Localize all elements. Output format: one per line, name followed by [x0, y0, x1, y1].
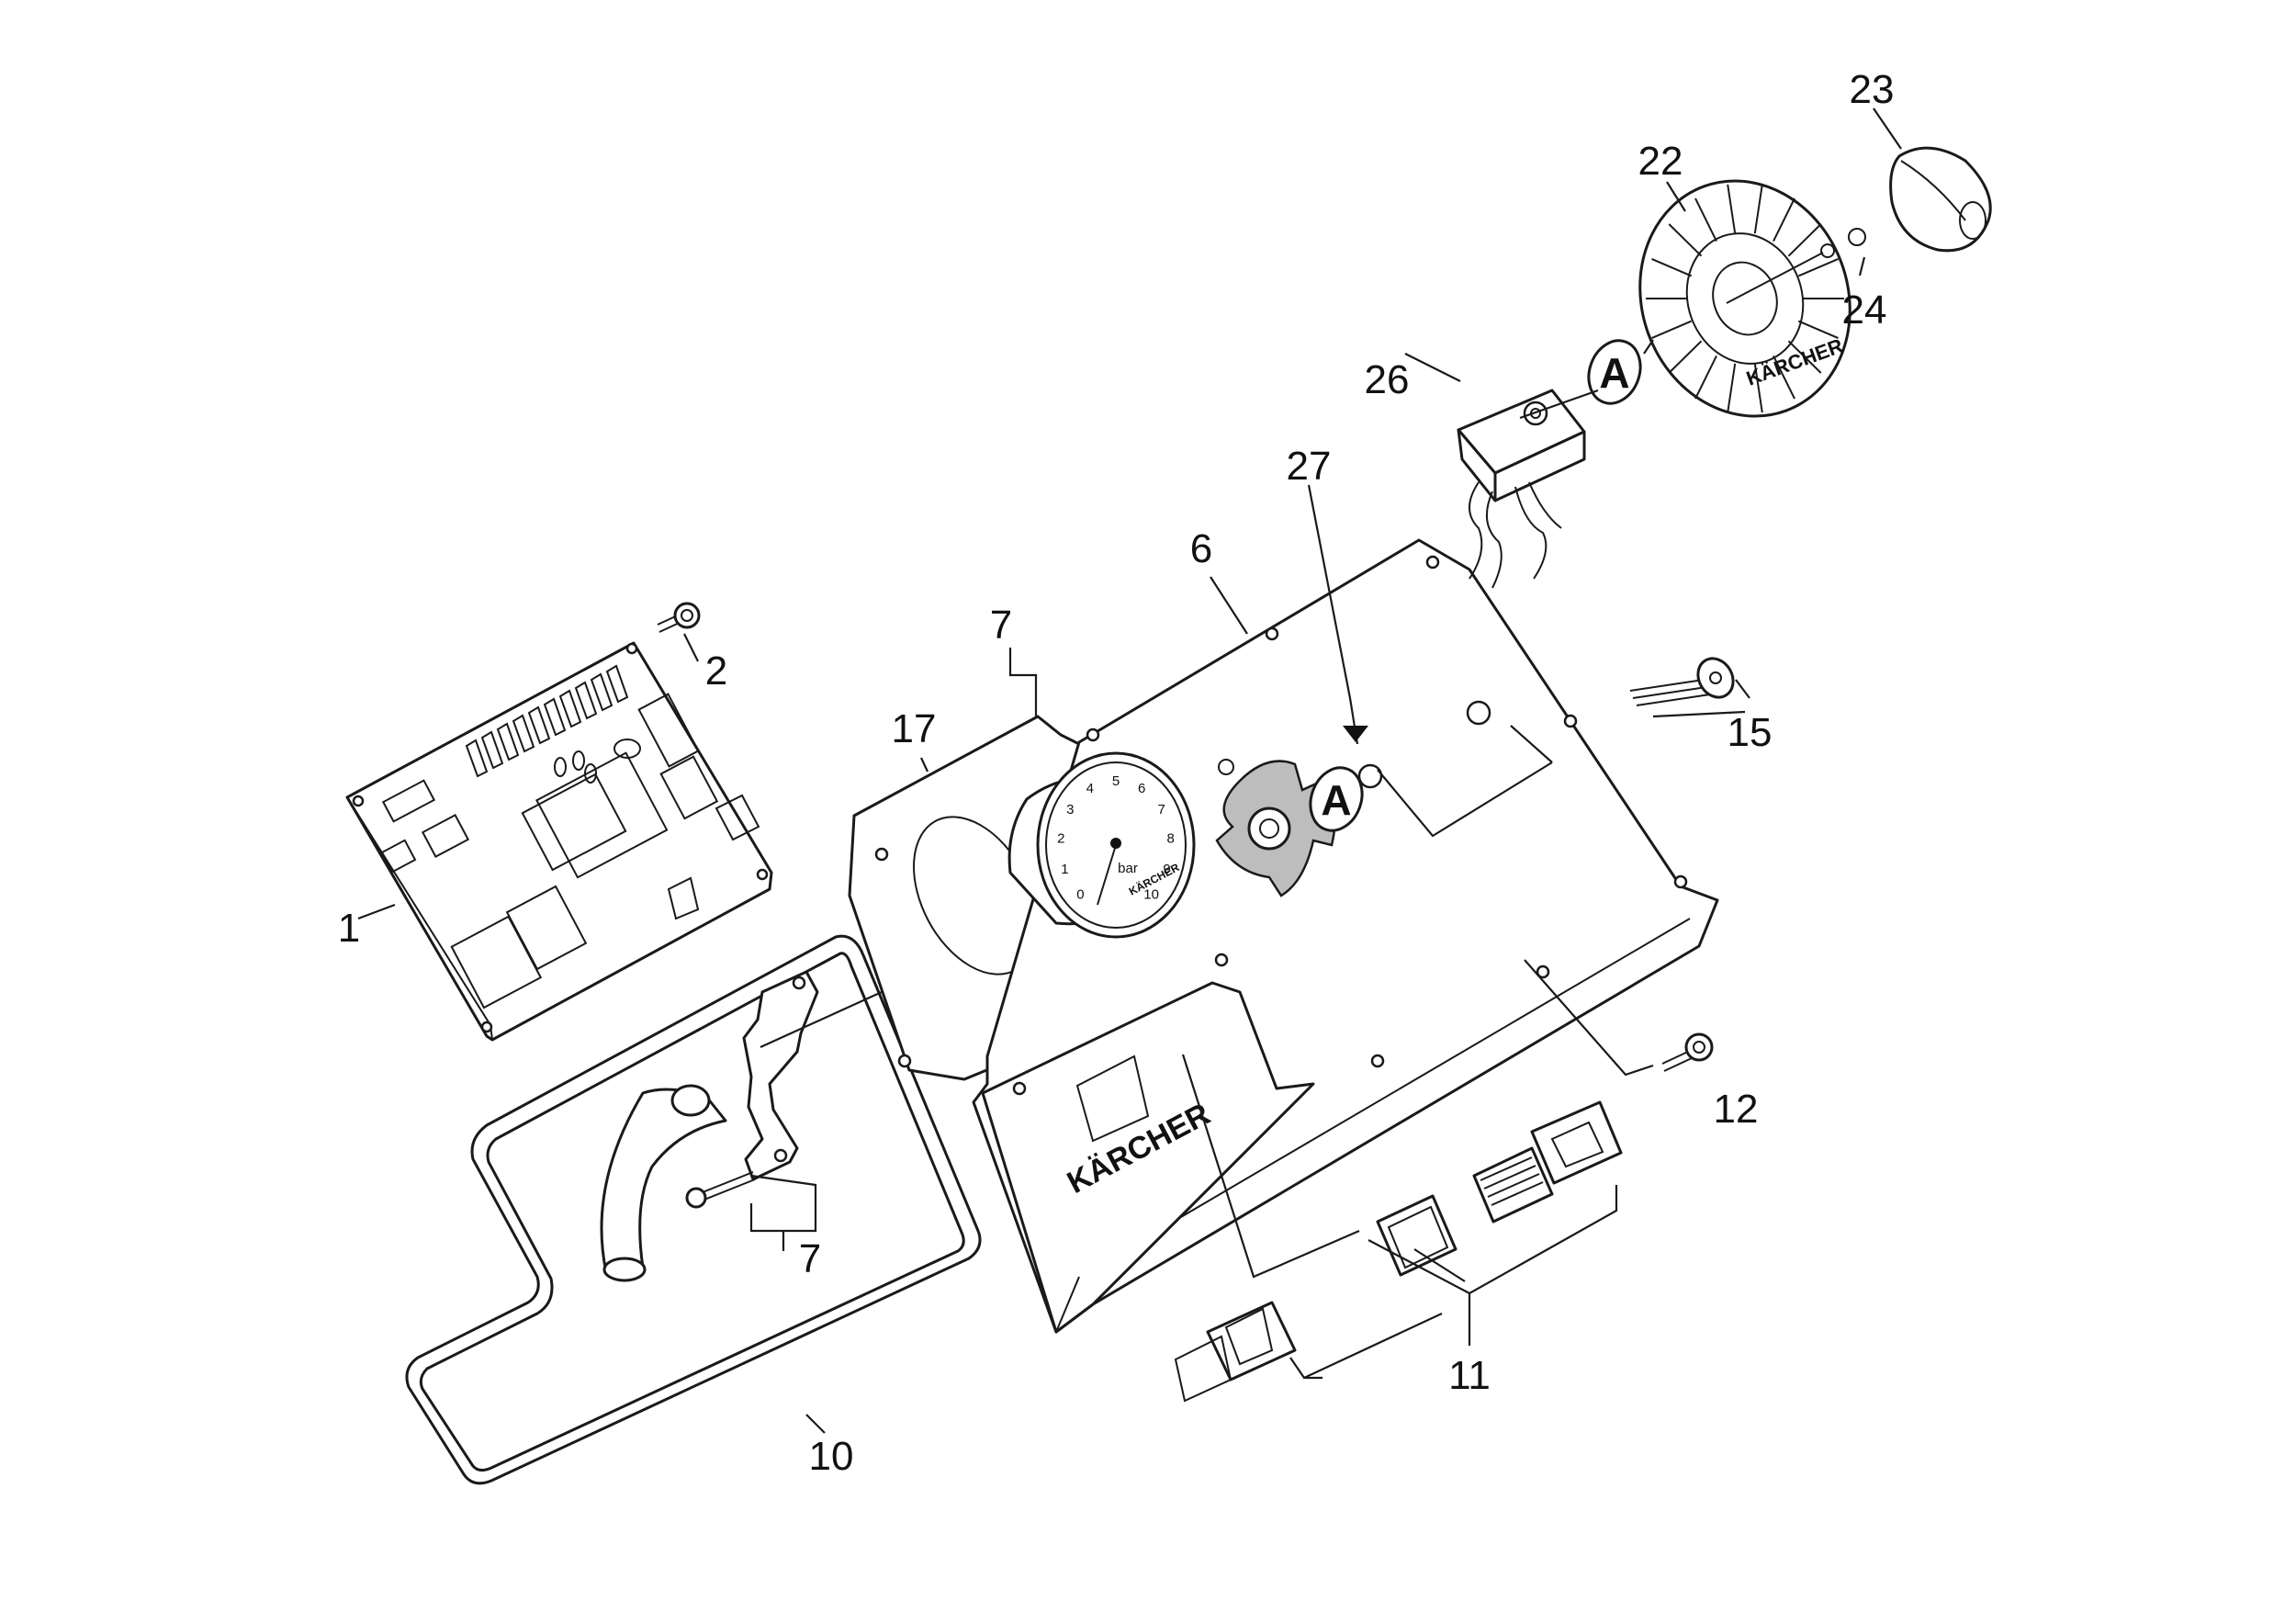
gauge-tick-label: 10	[1143, 887, 1159, 903]
knob-cover-dial: KÄRCHER	[1638, 179, 1851, 418]
callout-17: 17	[892, 706, 937, 751]
callout-7-upper: 7	[990, 603, 1012, 648]
gauge-tick-label: 2	[1057, 831, 1064, 847]
knob-spoke	[1753, 184, 1763, 234]
callout-1: 1	[338, 906, 360, 951]
knob-spoke	[1797, 257, 1839, 277]
callout-15: 15	[1728, 710, 1773, 755]
knob-spoke	[1787, 340, 1822, 374]
gauge-tick-label: 1	[1061, 862, 1068, 877]
knob-spoke	[1773, 355, 1795, 400]
gauge-tick-label: 9	[1163, 862, 1170, 877]
rotary-switch	[1457, 389, 1586, 589]
knob-spoke	[1797, 320, 1839, 340]
circuit-board	[345, 641, 773, 1042]
callout-7-lower: 7	[799, 1236, 821, 1281]
gauge-tick-label: 5	[1112, 773, 1120, 789]
callout-2: 2	[705, 648, 727, 694]
knob-spokes	[1646, 184, 1844, 413]
callout-11: 11	[1448, 1353, 1491, 1398]
knob-spoke	[1694, 355, 1717, 400]
marker-a-label-2: A	[1599, 349, 1629, 397]
gauge-tick-label: 7	[1158, 802, 1165, 818]
control-panel: KÄRCHER	[972, 538, 1719, 1334]
knob-spoke	[1727, 184, 1737, 234]
callout-6: 6	[1190, 526, 1212, 571]
knob-spoke	[1727, 363, 1737, 413]
knob-spoke	[1773, 197, 1795, 242]
knob-spoke	[1668, 223, 1703, 257]
gauge-tick-label: 3	[1066, 802, 1074, 818]
knob-spoke	[1651, 257, 1693, 277]
marker-a-panel: A	[1309, 766, 1364, 832]
gauge-tick-label: 4	[1086, 781, 1094, 796]
gauge-tick-label: 6	[1138, 781, 1145, 796]
callout-12: 12	[1714, 1087, 1759, 1132]
callout-labels: 1 2 6 7 7 10 11 12 15 17 22 23 24 26 27	[338, 67, 1895, 1479]
gasket-seal	[405, 934, 982, 1485]
leader-lines	[357, 107, 1902, 1434]
callout-24: 24	[1842, 288, 1887, 333]
screws-part-24	[1726, 228, 1866, 304]
callout-26: 26	[1365, 357, 1410, 402]
gauge-unit-label: bar	[1118, 861, 1138, 876]
gauge-tick-label: 8	[1167, 831, 1175, 847]
marker-a-switch: A	[1587, 339, 1642, 405]
screw-part-2	[657, 602, 701, 633]
gauge-backing-disc	[1215, 759, 1336, 897]
knob-spoke	[1694, 197, 1717, 242]
gauge-tick-label: 0	[1076, 887, 1084, 903]
bracket-assembly	[600, 970, 883, 1282]
callout-27: 27	[1287, 444, 1332, 489]
marker-a-label-1: A	[1321, 776, 1351, 824]
screw-part-12	[1661, 1032, 1714, 1072]
cable-grommet	[1629, 657, 1735, 706]
knob-spoke	[1668, 340, 1703, 374]
callout-10: 10	[809, 1434, 854, 1479]
knob-spoke	[1651, 320, 1693, 340]
knob-spoke	[1787, 223, 1822, 257]
callout-23: 23	[1850, 67, 1895, 112]
knob-cap	[1889, 146, 1992, 253]
knob-spoke	[1753, 363, 1763, 413]
callout-22: 22	[1638, 139, 1683, 184]
gauge-scale: 01 234 5 678 9 10	[1057, 773, 1175, 903]
